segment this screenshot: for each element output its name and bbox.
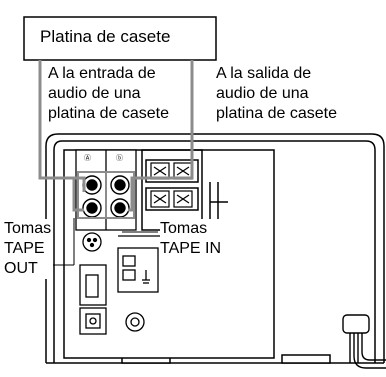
cassette-deck-box <box>23 16 217 61</box>
jack-highlight-frames <box>77 171 135 219</box>
from-cassette-output-label: A la salida de audio de una platina de c… <box>214 64 339 124</box>
power-cord <box>342 314 386 369</box>
tape-in-jacks <box>110 175 130 218</box>
to-cassette-input-label: A la entrada de audio de una platina de … <box>46 64 171 124</box>
tape-out-jacks <box>82 175 102 218</box>
svg-text:Ⓐ: Ⓐ <box>84 154 91 162</box>
tape-out-jacks-label: Tomas TAPE OUT <box>4 219 54 279</box>
cassette-deck-label: Platina de casete <box>40 27 171 46</box>
tape-in-jacks-label: Tomas TAPE IN <box>160 219 224 259</box>
svg-text:ⓑ: ⓑ <box>116 154 123 162</box>
